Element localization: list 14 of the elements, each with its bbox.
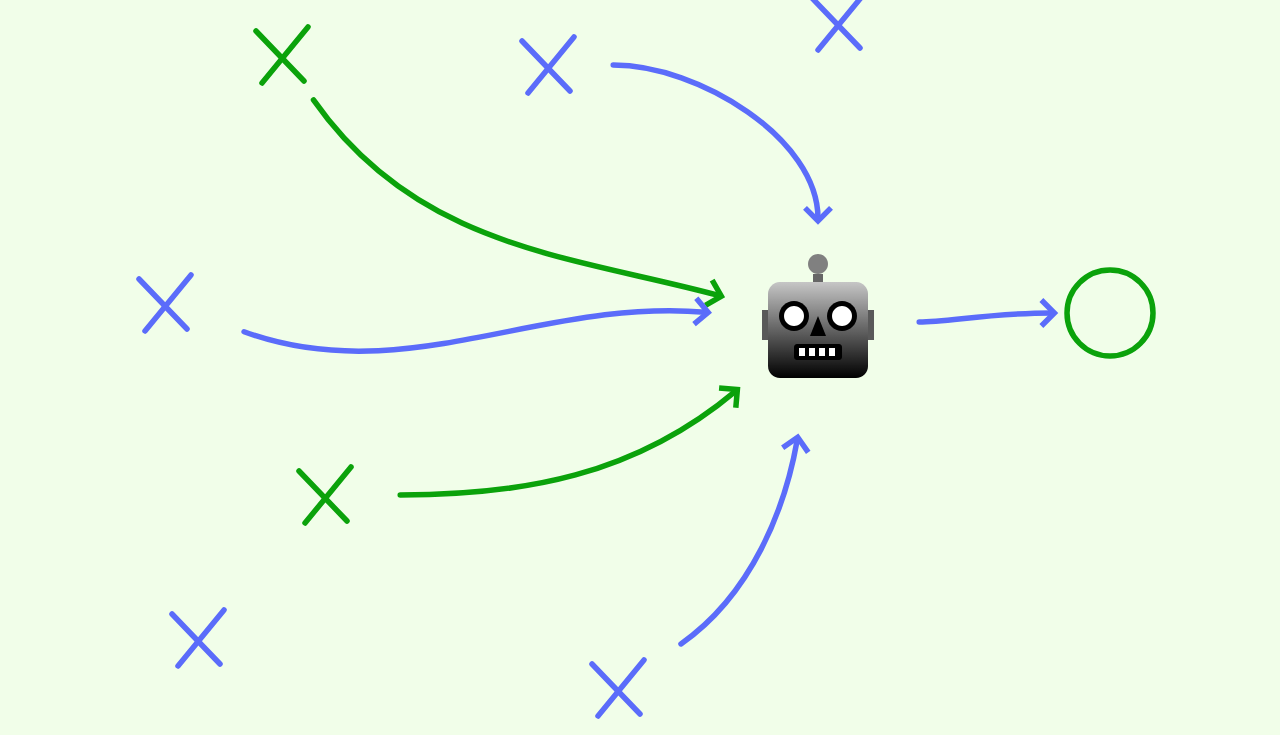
circle xyxy=(1064,267,1156,359)
cross-mark xyxy=(519,34,577,96)
cross-mark xyxy=(589,657,647,719)
arrow xyxy=(916,298,1059,328)
robot-drawing xyxy=(762,254,874,378)
cross-mark xyxy=(253,24,311,86)
arrow xyxy=(610,62,833,225)
cross-mark xyxy=(136,272,194,334)
arrow xyxy=(678,433,811,647)
cross-mark xyxy=(169,607,227,669)
cross-mark xyxy=(296,464,354,526)
arrow xyxy=(241,296,712,354)
arrow xyxy=(397,385,741,498)
arrow xyxy=(310,97,726,308)
